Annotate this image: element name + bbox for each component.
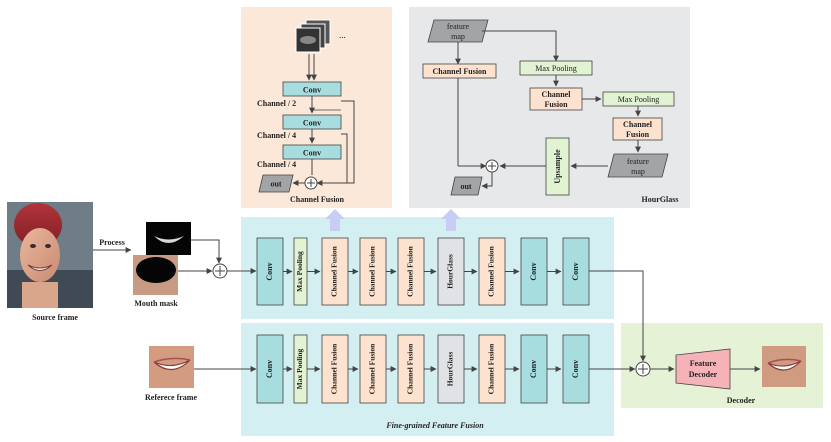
decoder-output-image	[762, 346, 806, 387]
top-row-block-9: Conv	[562, 237, 590, 306]
process-label: Process	[99, 238, 125, 247]
bottom-row-block-2: Max Pooling	[293, 334, 308, 404]
reference-frame-label: Referece frame	[145, 393, 197, 402]
bottom-row-block-6: HourGlass	[437, 334, 465, 404]
bottom-row-block-label-9: Conv	[571, 360, 580, 378]
channel-quarter-label-a: Channel / 4	[257, 131, 296, 140]
svg-text:Fusion: Fusion	[544, 100, 568, 109]
svg-text:Conv: Conv	[303, 149, 321, 158]
top-row-block-7: Channel Fusion	[478, 237, 506, 306]
svg-text:Channel: Channel	[542, 90, 572, 99]
hg-channel-fusion-left: Channel Fusion	[422, 63, 497, 79]
hg-upsample: Upsample	[545, 137, 570, 196]
expand-arrow-channel-fusion	[325, 209, 345, 231]
hourglass-title: HourGlass	[642, 195, 679, 204]
svg-text:Upsample: Upsample	[553, 149, 562, 184]
cf-conv-2: Conv	[282, 114, 342, 130]
hg-channel-fusion-mid: Channel Fusion	[529, 87, 583, 111]
bottom-row-block-4: Channel Fusion	[359, 334, 387, 404]
hg-channel-fusion-right: Channel Fusion	[612, 117, 663, 141]
bottom-row-block-label-4: Channel Fusion	[368, 343, 377, 394]
source-frame-label: Source frame	[32, 313, 78, 322]
top-row-block-2: Max Pooling	[293, 237, 308, 306]
svg-text:Max Pooling: Max Pooling	[535, 64, 577, 73]
stack-ellipsis: ...	[339, 30, 346, 40]
bottom-row-block-label-7: Channel Fusion	[487, 343, 496, 394]
cf-out-node: out	[258, 174, 294, 193]
bottom-row-block-8: Conv	[520, 334, 548, 404]
bottom-row-block-9: Conv	[562, 334, 590, 404]
top-row-block-6: HourGlass	[437, 237, 465, 306]
hg-feature-map-top: feature map	[427, 19, 489, 43]
svg-text:out: out	[460, 182, 471, 191]
top-row-block-label-7: Channel Fusion	[487, 245, 496, 296]
top-row-block-label-3: Channel Fusion	[330, 245, 339, 296]
fusion-row-bottom: Conv Max Pooling Channel Fusion Channel Fus…	[256, 334, 590, 404]
bottom-row-block-label-6: HourGlass	[446, 352, 455, 387]
bottom-row-block-1: Conv	[256, 334, 284, 404]
expand-arrow-hourglass	[441, 209, 461, 231]
bottom-row-block-label-1: Conv	[265, 360, 274, 378]
svg-text:out: out	[270, 180, 281, 189]
hg-feature-map-bottom: feature map	[607, 153, 669, 178]
bottom-row-block-label-5: Channel Fusion	[406, 343, 415, 394]
bottom-row-block-label-2: Max Pooling	[295, 348, 304, 389]
hg-sum-node	[485, 159, 499, 173]
mouth-mask-label: Mouth mask	[134, 299, 178, 308]
fusion-caption: Fine-grained Feature Fusion	[385, 421, 484, 430]
decoder-title: Decoder	[727, 396, 756, 405]
mouth-mask-face	[133, 255, 178, 295]
svg-text:Conv: Conv	[303, 119, 321, 128]
svg-text:Feature: Feature	[690, 359, 717, 368]
input-sum-node	[212, 263, 228, 279]
top-row-block-label-2: Max Pooling	[295, 251, 304, 292]
top-row-block-label-9: Conv	[571, 262, 580, 280]
svg-text:map: map	[451, 32, 465, 41]
source-frame-image	[7, 202, 93, 308]
bottom-row-block-3: Channel Fusion	[321, 334, 349, 404]
top-row-block-label-1: Conv	[265, 262, 274, 280]
svg-text:Conv: Conv	[303, 86, 321, 95]
channel-half-label: Channel / 2	[257, 99, 296, 108]
svg-text:feature: feature	[447, 22, 470, 31]
bottom-row-block-label-8: Conv	[529, 360, 538, 378]
channel-quarter-label-b: Channel / 4	[257, 160, 296, 169]
svg-text:feature: feature	[627, 157, 650, 166]
svg-text:Max Pooling: Max Pooling	[618, 95, 660, 104]
top-row-block-4: Channel Fusion	[359, 237, 387, 306]
svg-text:Fusion: Fusion	[626, 130, 650, 139]
svg-text:Channel: Channel	[623, 120, 653, 129]
top-row-block-label-6: HourGlass	[446, 254, 455, 289]
svg-text:map: map	[631, 167, 645, 176]
mouth-mask-dark	[146, 222, 191, 255]
bottom-row-block-5: Channel Fusion	[397, 334, 425, 404]
top-row-block-label-8: Conv	[529, 262, 538, 280]
hg-max-pooling-b: Max Pooling	[602, 91, 675, 107]
svg-text:Decoder: Decoder	[689, 370, 718, 379]
top-row-block-8: Conv	[520, 237, 548, 306]
stacked-feature-images	[295, 19, 331, 53]
channel-fusion-title: Channel Fusion	[290, 195, 345, 204]
top-row-block-1: Conv	[256, 237, 284, 306]
bottom-row-block-label-3: Channel Fusion	[330, 343, 339, 394]
reference-frame-image	[149, 346, 194, 388]
hg-out-node: out	[450, 176, 483, 196]
cf-conv-3: Conv	[282, 144, 342, 160]
cf-sum-node	[304, 176, 318, 190]
top-row-block-label-5: Channel Fusion	[406, 245, 415, 296]
top-row-block-5: Channel Fusion	[397, 237, 425, 306]
cf-conv-1: Conv	[282, 81, 342, 97]
top-row-block-3: Channel Fusion	[321, 237, 349, 306]
top-row-block-label-4: Channel Fusion	[368, 245, 377, 296]
decoder-sum-node	[635, 361, 651, 377]
svg-text:Channel Fusion: Channel Fusion	[432, 67, 487, 76]
fusion-row-top: Conv Max Pooling Channel Fusion Channel Fus…	[256, 237, 590, 306]
bottom-row-block-7: Channel Fusion	[478, 334, 506, 404]
feature-decoder-block: Feature Decoder	[675, 348, 731, 390]
hg-max-pooling-a: Max Pooling	[519, 60, 593, 76]
